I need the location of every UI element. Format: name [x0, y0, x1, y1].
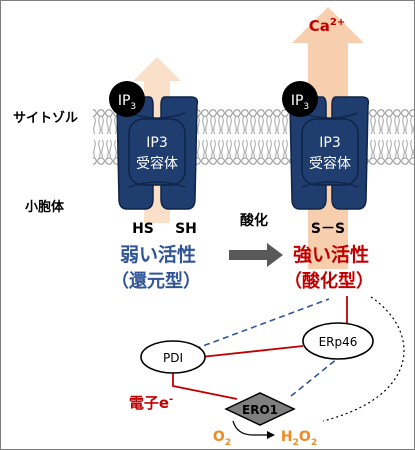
- reduced-form-label: （還元型）: [111, 270, 201, 292]
- h2o2-label: H2O2: [281, 429, 317, 448]
- er-label: 小胞体: [25, 199, 65, 215]
- pdi-receptor-dashed-link: [175, 298, 330, 357]
- oxidation-label: 酸化: [240, 212, 268, 229]
- thiol-left-b: SH: [175, 221, 197, 237]
- weak-activity-label: 弱い活性: [120, 243, 196, 266]
- strong-activity-label: 強い活性: [293, 243, 369, 266]
- pdi-ero1-link: [172, 373, 238, 400]
- cytosol-label: サイトゾル: [13, 110, 78, 126]
- ip3-ligand-left: [109, 81, 145, 117]
- ero1-label: ERO1: [242, 403, 278, 417]
- oxidation-arrow: [229, 243, 283, 267]
- o2-conversion-arrowhead: [267, 431, 275, 439]
- receptor-right-name: IP3: [319, 135, 340, 151]
- erp46-label: ERp46: [319, 335, 358, 349]
- ero1-erp46-dashed-link: [290, 358, 338, 397]
- calcium-label: Ca2+: [309, 17, 345, 35]
- pdi-node: [140, 340, 206, 374]
- ip3-left-label: IP3: [118, 93, 136, 112]
- ip3-ligand-right: [282, 81, 318, 117]
- receptor-left-subtitle: 受容体: [136, 155, 178, 172]
- pdi-erp46-link: [200, 345, 304, 358]
- receptor-left-name: IP3: [146, 135, 167, 151]
- thiol-left-a: HS: [132, 221, 154, 237]
- o2-label: O2: [213, 429, 231, 448]
- ero1-node: [224, 392, 296, 426]
- ip3-right-label: IP3: [291, 93, 309, 112]
- electron-label: 電子e-: [129, 394, 173, 412]
- disulfide-label: S－S: [311, 221, 345, 237]
- receptor-right-subtitle: 受容体: [309, 155, 351, 172]
- pdi-label: PDI: [163, 351, 183, 365]
- ip3-receptor-left: [115, 96, 199, 210]
- dotted-curve: [322, 296, 405, 422]
- o2-conversion-arrow: [232, 420, 269, 436]
- oxidized-form-label: （酸化型）: [284, 270, 374, 292]
- erp46-node: [302, 322, 374, 360]
